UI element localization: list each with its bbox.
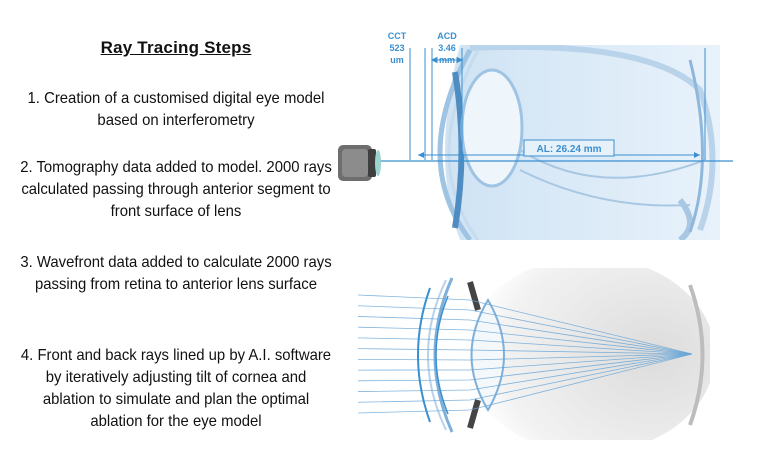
steps-panel: Ray Tracing Steps 1. Creation of a custo… xyxy=(0,0,352,460)
ray-line xyxy=(357,337,693,355)
ray-line xyxy=(357,353,693,403)
step-4-text: 4. Front and back rays lined up by A.I. … xyxy=(20,347,332,430)
al-label-box xyxy=(523,139,615,157)
acd-label: ACD 3.46 mm xyxy=(433,30,461,66)
cornea-arc-front xyxy=(417,287,431,423)
ray-line xyxy=(357,353,693,392)
ray-line xyxy=(357,353,693,361)
measurement-lines xyxy=(409,48,706,160)
al-label: AL: 26.24 mm xyxy=(536,144,601,155)
ray-line xyxy=(357,348,693,355)
step-2-text: 2. Tomography data added to model. 2000 … xyxy=(20,159,332,220)
eye-cross-section-bottom xyxy=(350,268,710,440)
ray-line xyxy=(357,353,693,382)
ray-line xyxy=(357,316,693,355)
acd-unit: mm xyxy=(438,55,455,65)
ray-line xyxy=(357,353,693,371)
acd-label-title: ACD xyxy=(437,31,457,41)
camera-device-icon xyxy=(338,145,381,181)
step-3-text: 3. Wavefront data added to calculate 200… xyxy=(20,254,332,293)
page-title: Ray Tracing Steps xyxy=(100,38,252,57)
ray-line xyxy=(357,326,693,355)
ray-bundle xyxy=(357,294,693,414)
cct-label: CCT 523 um xyxy=(383,30,411,66)
cornea-arc-back xyxy=(435,295,449,415)
step-1-text: 1. Creation of a customised digital eye … xyxy=(27,90,325,129)
ray-line xyxy=(357,305,693,355)
ray-line xyxy=(357,353,693,414)
cct-value: 523 xyxy=(389,43,405,53)
acd-value: 3.46 xyxy=(438,43,456,53)
cct-label-title: CCT xyxy=(387,31,407,41)
cct-unit: um xyxy=(390,55,404,65)
ray-line xyxy=(357,294,693,355)
